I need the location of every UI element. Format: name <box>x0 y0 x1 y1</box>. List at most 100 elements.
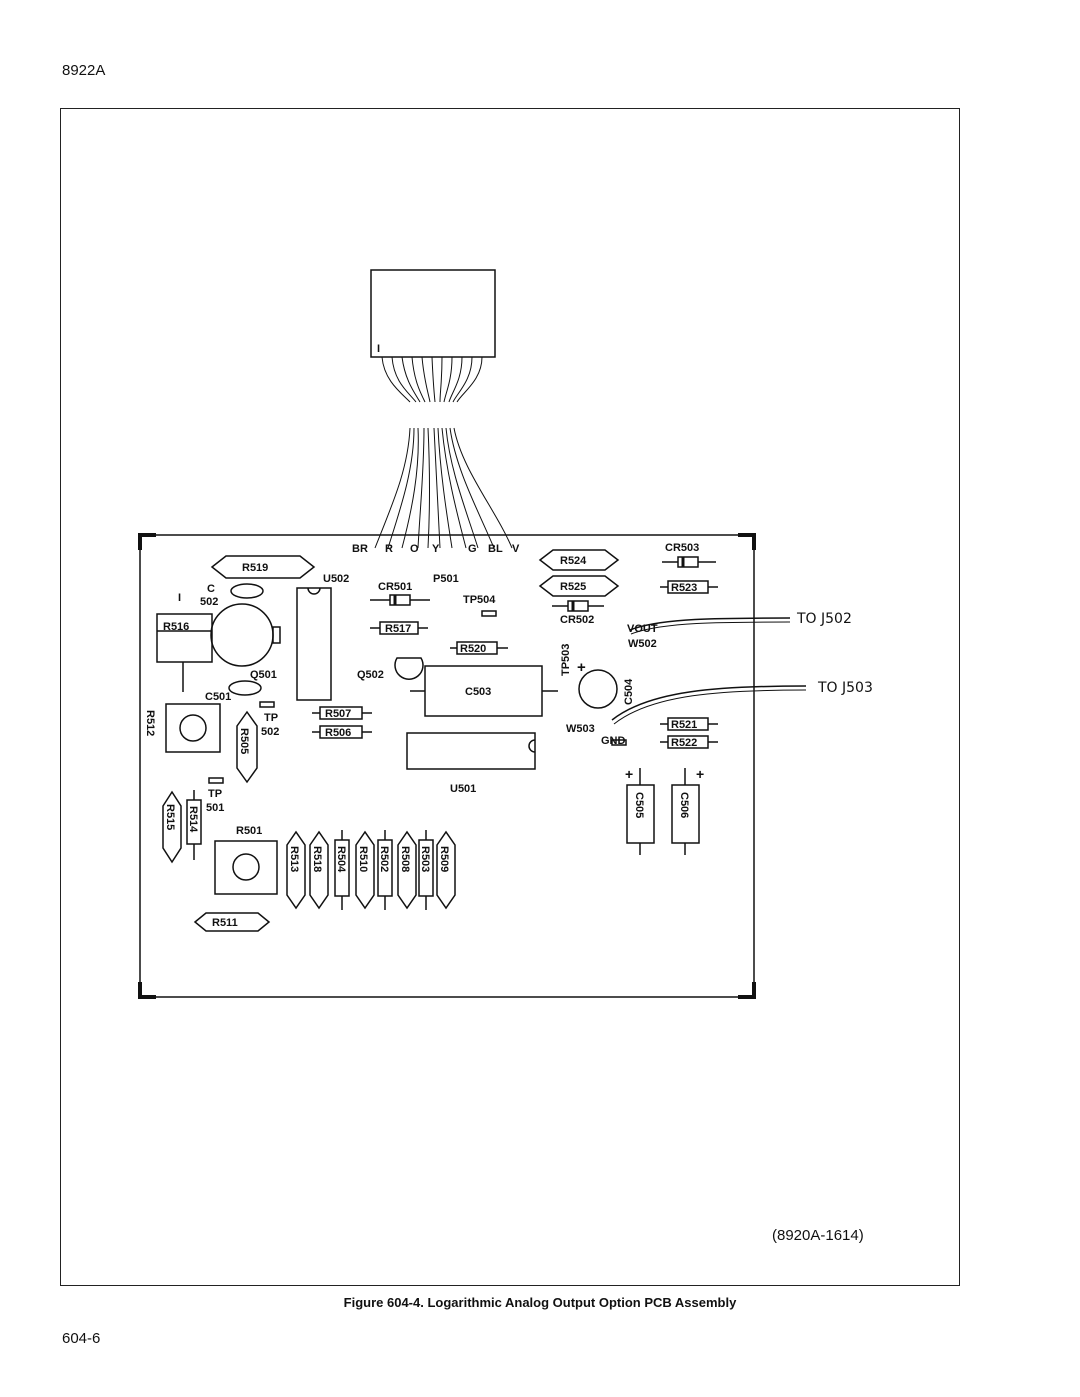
w502-label: W502 <box>628 638 657 650</box>
r503-label: R503 <box>419 846 431 872</box>
r511-shape <box>193 912 271 932</box>
r520-shape <box>450 641 508 655</box>
r519-label: R519 <box>242 562 268 574</box>
u501-shape <box>406 732 536 770</box>
r501-shape <box>214 840 278 895</box>
u501-label: U501 <box>450 783 476 795</box>
figure-frame <box>60 108 960 1286</box>
c503-shape <box>410 665 558 717</box>
connector-pin1-label: I <box>377 343 380 355</box>
c506-label: C506 <box>678 792 690 818</box>
wire-to-j503 <box>611 685 807 721</box>
r523-label: R523 <box>671 582 697 594</box>
u502-shape <box>296 587 332 701</box>
r513-shape <box>286 830 306 910</box>
wire-harness-bottom <box>374 427 513 549</box>
figure-caption: Figure 604-4. Logarithmic Analog Output … <box>343 1295 737 1310</box>
r509-shape <box>436 830 456 910</box>
c501-shape <box>228 680 262 696</box>
wire-label-r: R <box>385 543 393 555</box>
tp501-label-b: 501 <box>206 802 224 814</box>
q502-shape <box>394 657 424 680</box>
r502-label: R502 <box>378 846 390 872</box>
r503-shape <box>418 830 434 910</box>
q501-shape <box>210 603 274 667</box>
r505-shape <box>236 710 258 784</box>
wire-to-j502 <box>629 617 791 631</box>
callout-to-j502: TO J502 <box>796 611 852 627</box>
cr502-label: CR502 <box>560 614 594 626</box>
r501-label: R501 <box>236 825 262 837</box>
c506-plus: + <box>696 766 704 782</box>
cr501-shape <box>370 594 430 606</box>
tp501-shape <box>208 777 224 784</box>
wire-harness-top <box>381 356 483 403</box>
wire-to-j502b <box>630 621 791 635</box>
q501-label: Q501 <box>250 669 277 681</box>
r508-shape <box>397 830 417 910</box>
header-model: 8922A <box>62 62 106 79</box>
r513-label: R513 <box>288 846 300 872</box>
r505-label: R505 <box>238 728 250 754</box>
r514-label: R514 <box>187 806 199 833</box>
c502-shape <box>230 583 264 599</box>
r521-shape <box>660 717 718 731</box>
r522-label: R522 <box>671 737 697 749</box>
wire-label-br: BR <box>352 543 368 555</box>
cr503-label: CR503 <box>665 542 699 554</box>
r507-label: R507 <box>325 708 351 720</box>
tp503-label: TP503 <box>560 644 572 676</box>
r511-label: R511 <box>212 917 238 929</box>
vout-label: VOUT <box>627 623 658 635</box>
gnd-pad <box>611 739 627 746</box>
r515-label: R515 <box>164 804 176 830</box>
wire-label-o: O <box>410 543 419 555</box>
gnd-label: GND <box>601 735 626 747</box>
r507-shape <box>312 706 372 720</box>
r512-shape <box>165 703 221 753</box>
c505-shape <box>626 768 655 855</box>
r525-shape <box>538 575 620 597</box>
w503-label: W503 <box>566 723 595 735</box>
c504-plus: + <box>577 659 586 676</box>
r524-shape <box>538 549 620 571</box>
r504-label: R504 <box>335 846 347 873</box>
r514-shape <box>186 790 202 860</box>
c504-label: C504 <box>623 678 635 705</box>
r525-label: R525 <box>560 581 586 593</box>
c506-shape <box>671 768 700 855</box>
figure-id: (8920A-1614) <box>772 1227 864 1244</box>
c502-label-c: C <box>207 583 215 595</box>
u502-label: U502 <box>323 573 349 585</box>
r506-label: R506 <box>325 727 351 739</box>
r510-label: R510 <box>357 846 369 872</box>
wire-to-j503b <box>613 689 807 725</box>
r506-shape <box>312 725 372 739</box>
wire-label-bl: BL <box>488 543 503 555</box>
p501-label: P501 <box>433 573 459 585</box>
wire-label-v: V <box>512 543 520 555</box>
board-corner-marks <box>138 533 756 999</box>
tp501-label-a: TP <box>208 788 222 800</box>
r518-label: R518 <box>311 846 323 872</box>
c505-label: C505 <box>633 792 645 818</box>
r518-shape <box>309 830 329 910</box>
tp504-label: TP504 <box>463 594 496 606</box>
r508-label: R508 <box>399 846 411 872</box>
r522-shape <box>660 735 718 749</box>
r516-shape <box>156 613 213 663</box>
tp502-shape <box>259 701 275 708</box>
tp502-label-a: TP <box>264 712 278 724</box>
r517-shape <box>370 621 428 635</box>
r521-label: R521 <box>671 719 697 731</box>
r510-shape <box>355 830 375 910</box>
c504-shape <box>578 669 618 709</box>
wire-label-y: Y <box>432 543 440 555</box>
r524-label: R524 <box>560 555 587 567</box>
wire-label-g: G <box>468 543 477 555</box>
pcb-board <box>139 534 755 998</box>
c505-plus: + <box>625 766 633 782</box>
r512-label: R512 <box>144 710 156 736</box>
cr503-shape <box>662 556 716 568</box>
